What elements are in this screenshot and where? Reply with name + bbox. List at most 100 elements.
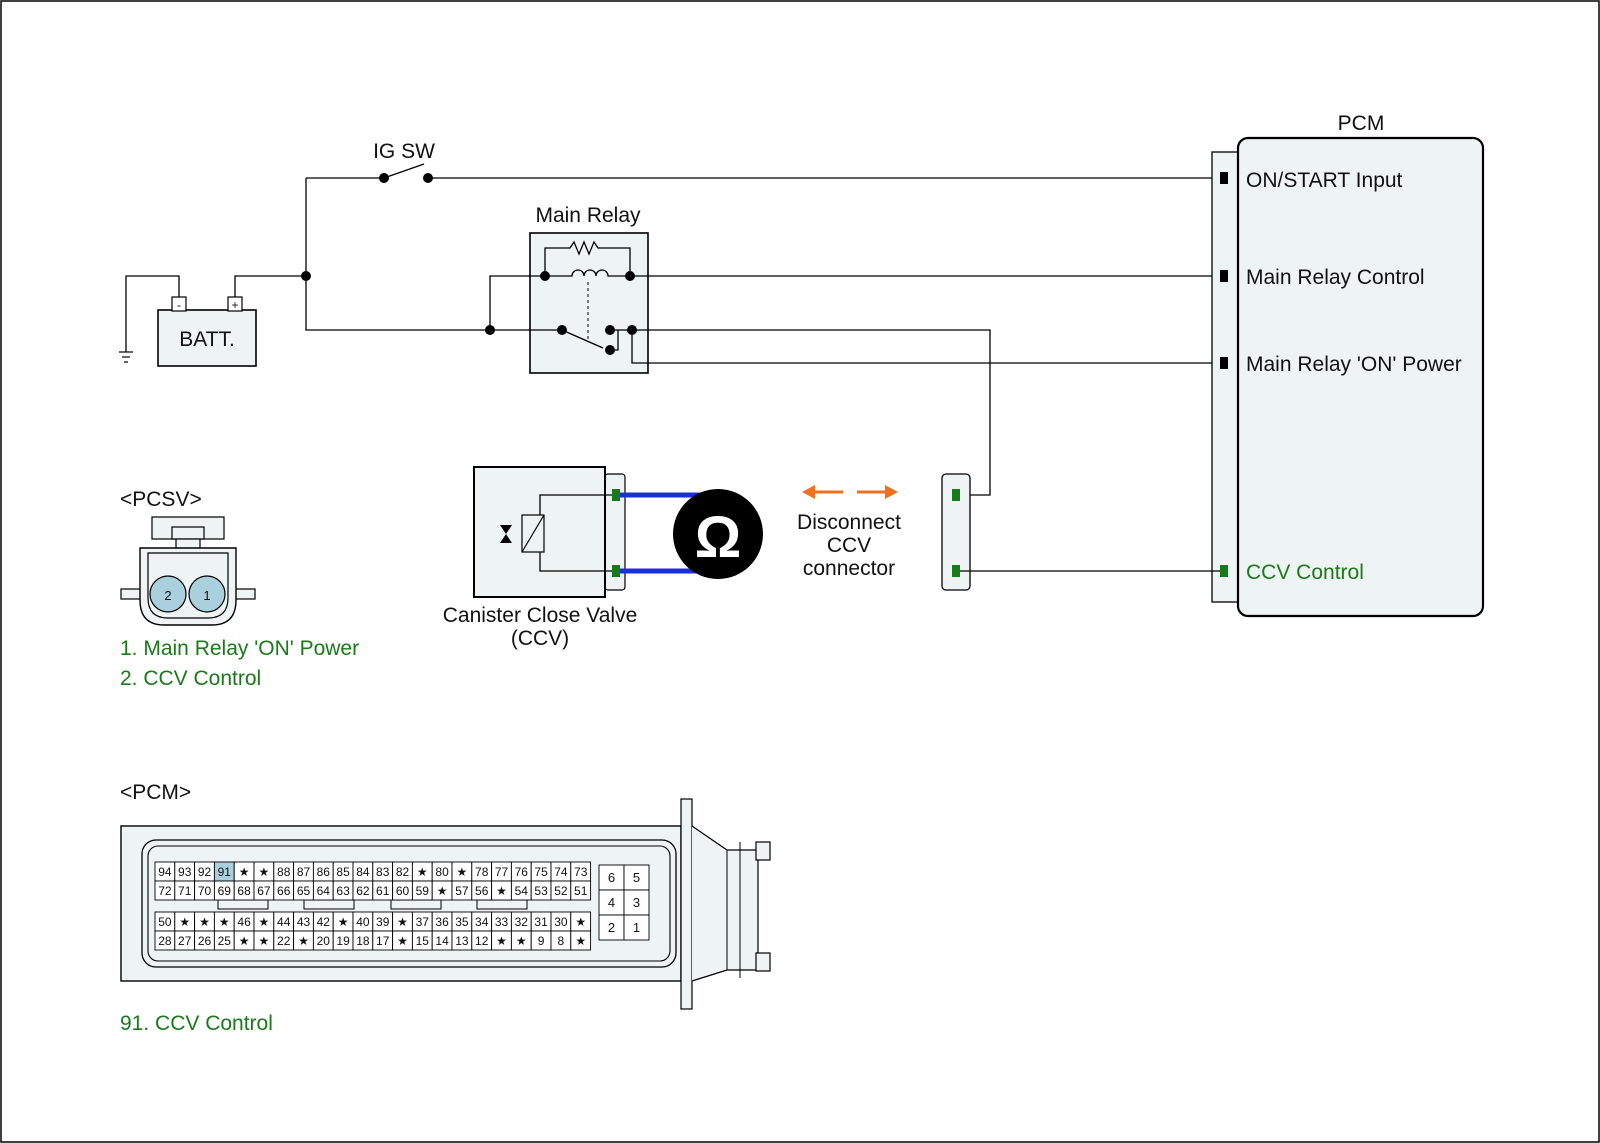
pcm-pin-label: 92 — [198, 865, 212, 879]
pcm-pin-label: 17 — [376, 934, 390, 948]
pcm-pin-label: 8 — [558, 934, 565, 948]
pcm-pin-label: 27 — [178, 934, 192, 948]
battery-plus-label: + — [231, 298, 238, 312]
pcm-pin-label: 70 — [198, 884, 212, 898]
disconnect-label-line1: Disconnect — [797, 511, 901, 534]
pcm-pin-label: 63 — [336, 884, 350, 898]
pcm-main-relay-control-label: Main Relay Control — [1246, 266, 1425, 289]
ohm-symbol: Ω — [695, 505, 742, 570]
pcm-pin-main-relay-on-power — [1220, 357, 1228, 369]
pcm-pin-label: ★ — [338, 915, 349, 929]
pcm-pin-label: 34 — [475, 915, 489, 929]
pcm-pin-label: 60 — [396, 884, 410, 898]
ig-switch — [379, 163, 433, 183]
pcm-pin-label: 33 — [495, 915, 509, 929]
pcsv-connector-view — [120, 516, 256, 626]
pcm-pin-label: 71 — [178, 884, 192, 898]
pcm-title: PCM — [1338, 112, 1385, 135]
pcm-pin-main-relay-control — [1220, 270, 1228, 282]
pcm-pin-label: ★ — [259, 915, 270, 929]
pcm-pin-label: ★ — [179, 915, 190, 929]
ccv-harness-connector[interactable] — [941, 473, 971, 591]
pcm-pin-on-start — [1220, 172, 1228, 184]
pcm-block — [1236, 136, 1485, 618]
pcm-pin-label: ★ — [219, 915, 230, 929]
pcm-pin-label: 28 — [158, 934, 172, 948]
pcm-pin-label: 77 — [495, 865, 509, 879]
pcm-pin-label: 22 — [277, 934, 291, 948]
pcm-pin-label: 76 — [515, 865, 529, 879]
pcm-pin-label: 57 — [455, 884, 469, 898]
pcm-pin-label: 73 — [574, 865, 588, 879]
pcm-pin-label: 19 — [336, 934, 350, 948]
coil-feed-wire — [489, 275, 545, 330]
pcm-side-pin-label: 6 — [608, 870, 615, 885]
pcm-side-pin-cell — [623, 889, 650, 916]
pcm-side-pin-cell — [598, 889, 625, 916]
pcm-pin-ccv-control — [1220, 565, 1228, 577]
pcm-pin-label: ★ — [575, 915, 586, 929]
pcm-on-start-label: ON/START Input — [1246, 169, 1403, 192]
pcm-pin-label: ★ — [417, 865, 428, 879]
pcm-pin-label: ★ — [239, 934, 250, 948]
pcm-pin-label: 80 — [435, 865, 449, 879]
battery: - + BATT. — [157, 296, 257, 367]
pcm-pin-label: ★ — [457, 865, 468, 879]
harness-pin-1 — [952, 489, 960, 501]
pcm-pin-label: 43 — [297, 915, 311, 929]
pcm-pin-label: 56 — [475, 884, 489, 898]
pcm-side-pin-cell — [598, 914, 625, 941]
pcm-pin-label: 74 — [554, 865, 568, 879]
pcm-pin-label: 62 — [356, 884, 370, 898]
pcm-pin-label: 26 — [198, 934, 212, 948]
pcm-pin-label: 20 — [317, 934, 331, 948]
pcm-pin-label: 50 — [158, 915, 172, 929]
pcm-pin-label: 59 — [416, 884, 430, 898]
pcm-pin-label: ★ — [496, 934, 507, 948]
pcm-pin-label: ★ — [239, 865, 250, 879]
pcm-pin-label: 30 — [554, 915, 568, 929]
pcm-pin-label: 72 — [158, 884, 172, 898]
pcm-side-pin-label: 1 — [633, 920, 640, 935]
disconnect-label-line3: connector — [803, 557, 895, 580]
pcm-pin-label: 64 — [317, 884, 331, 898]
pcm-pin-label: 36 — [435, 915, 449, 929]
disconnect-label-line2: CCV — [827, 534, 871, 557]
pcm-pin-cell — [570, 880, 592, 901]
ccv-label-line2: (CCV) — [511, 627, 569, 650]
ig-sw-label: IG SW — [373, 140, 435, 163]
pcm-pin-label: ★ — [437, 884, 448, 898]
pcm-pin-label: 53 — [534, 884, 548, 898]
pcm-pin-label: 25 — [218, 934, 232, 948]
pcm-ccv-control-label: CCV Control — [1246, 561, 1364, 584]
battery-positive-wire — [234, 275, 306, 297]
pcm-pin-cell — [570, 930, 592, 951]
pcm-side-pin-cell — [623, 864, 650, 891]
pcm-side-pin-label: 2 — [608, 920, 615, 935]
pcsv-legend-1: 1. Main Relay 'ON' Power — [120, 637, 359, 660]
pcm-pin-label: 75 — [534, 865, 548, 879]
pcm-connector-strip — [1211, 151, 1241, 603]
pcm-pin-label: ★ — [199, 915, 210, 929]
pcm-pin-label: 54 — [515, 884, 529, 898]
pcm-side-pin-label: 5 — [633, 870, 640, 885]
pcm-side-pin-cell — [623, 914, 650, 941]
pcm-side-pin-label: 3 — [633, 895, 640, 910]
pcm-pin-label: ★ — [259, 865, 270, 879]
pcm-side-pin-cell — [598, 864, 625, 891]
main-relay — [490, 232, 649, 374]
pcm-side-pin-label: 4 — [608, 895, 615, 910]
pcm-pin-label: ★ — [575, 934, 586, 948]
pcm-pin-label: 15 — [416, 934, 430, 948]
pcm-pin-label: 37 — [416, 915, 430, 929]
pcm-pin-label: 12 — [475, 934, 489, 948]
relay-output-to-ccv-connector-wire — [618, 329, 991, 496]
pcm-pin-label: 14 — [435, 934, 449, 948]
main-relay-on-power-wire — [631, 330, 1220, 364]
pcm-pin-label: 67 — [257, 884, 271, 898]
pcm-pin-label: 66 — [277, 884, 291, 898]
pcm-pin-label: 69 — [218, 884, 232, 898]
pcm-pin-label: 78 — [475, 865, 489, 879]
